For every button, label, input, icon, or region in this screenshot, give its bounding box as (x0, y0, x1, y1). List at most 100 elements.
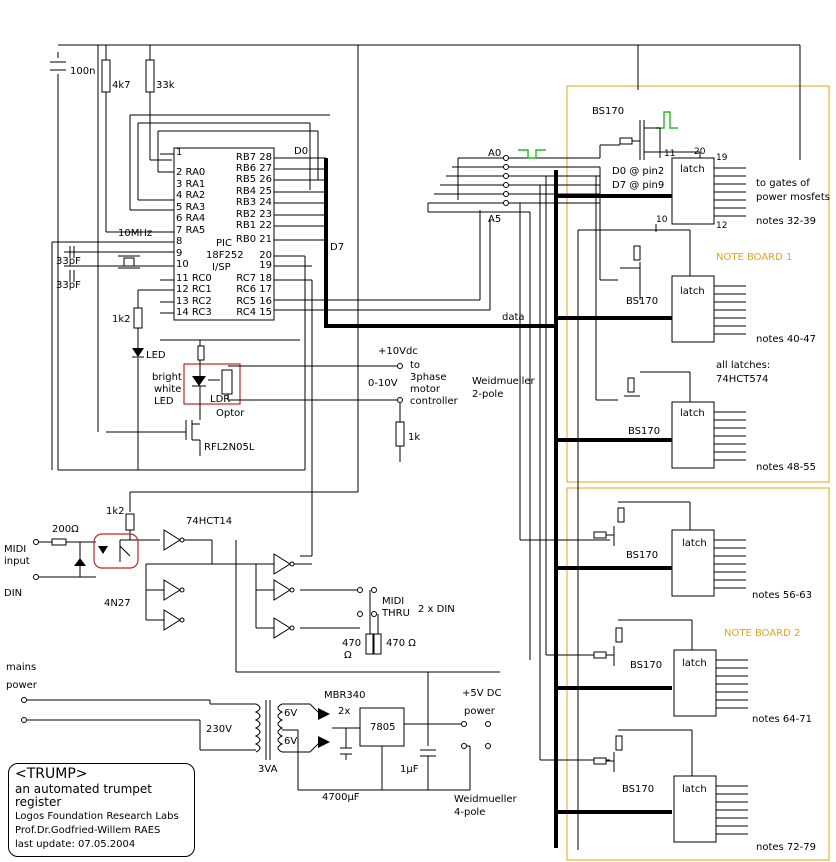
label-4n27: 4N27 (104, 598, 131, 609)
label-r1k: 1k (408, 432, 420, 443)
optocoupler-led-icon (98, 546, 108, 554)
label-d0pin: D0 @ pin2 (612, 166, 664, 177)
label-d7: D7 (330, 242, 344, 253)
title-author: Prof.Dr.Godfried-Willem RAES (15, 825, 161, 836)
power-supply (24, 672, 471, 791)
pic-pin-left: 8 (176, 236, 182, 247)
pic-label-3: I/SP (212, 262, 231, 273)
label-midi-in2: input (4, 556, 30, 567)
title-name: <TRUMP> (15, 766, 88, 782)
pic-pin-right: RC5 16 (236, 296, 272, 307)
label-weid2a: Weidmueller (472, 376, 536, 387)
resistor-1k (395, 421, 405, 447)
label-bright3: LED (154, 396, 174, 407)
label-r200: 200Ω (52, 524, 79, 535)
latch-label: latch (680, 408, 705, 419)
pic-pin-leads (51, 114, 490, 556)
label-data: data (502, 312, 525, 323)
label-r470a: 470 (342, 638, 361, 649)
regulator-7805 (359, 707, 405, 747)
label-all-latches1: all latches: (716, 360, 770, 371)
pic-pin-right: RC6 17 (236, 284, 272, 295)
latch-clock-pulse (656, 111, 678, 129)
pic-pin-right: RB0 21 (236, 234, 272, 245)
pic-pin-left: 2 RA0 (176, 167, 205, 178)
data-lines (274, 157, 326, 241)
label-power: power (464, 706, 496, 717)
label-c1u: 1μF (400, 764, 419, 775)
label-optor: Optor (216, 408, 245, 419)
label-midi-in1: MIDI (4, 544, 26, 555)
label-bs170-top: BS170 (592, 106, 624, 117)
label-r1k2b: 1k2 (106, 506, 125, 517)
label-r4k7: 4k7 (112, 80, 131, 91)
label-motor2: motor (410, 384, 441, 395)
motor-terminal-2 (397, 397, 403, 403)
label-mains2: power (6, 680, 38, 691)
bs170-label: BS170 (622, 784, 654, 795)
label-v010: 0-10V (368, 378, 398, 389)
label-c100n: 100n (70, 66, 95, 77)
mains-terminal-2 (21, 717, 27, 723)
note-board-2-frame (566, 487, 830, 861)
label-ldr: LDR (210, 394, 230, 405)
transformer-secondary-icon (277, 703, 284, 753)
midi-thru (357, 587, 382, 655)
title-block: <TRUMP> an automated trumpet register Lo… (8, 763, 195, 857)
labels: 100n 4k7 33k 10MHz 33pF 33pF 1k2 LED bri… (4, 66, 830, 853)
label-led: LED (146, 350, 166, 361)
pic-pin-right: RB4 25 (236, 186, 272, 197)
label-c4700: 4700μF (322, 792, 360, 803)
address-dots (503, 155, 509, 206)
label-pin11: 11 (664, 149, 675, 159)
pic-pin-right: RB2 23 (236, 209, 272, 220)
latch-row-6-outputs (716, 785, 748, 835)
data-bus (324, 158, 556, 328)
protection-diode-icon (74, 558, 86, 566)
latch-row-2-outputs (714, 285, 746, 335)
pic-pin-left: 3 RA1 (176, 179, 205, 190)
pic-pin-right: RC7 18 (236, 273, 272, 284)
label-a0: A0 (488, 148, 501, 159)
pic-pin-left: 10 (176, 259, 189, 270)
notes-label: notes 64-71 (752, 714, 812, 725)
latch-label: latch (682, 658, 707, 669)
latch-label: latch (682, 538, 707, 549)
label-midi-thru1: MIDI (382, 596, 404, 607)
label-v5: +5V DC (462, 688, 501, 699)
optocoupler-highlight (93, 533, 139, 569)
pic-chip (173, 147, 275, 321)
inverters (163, 529, 295, 639)
label-v230: 230V (206, 724, 232, 735)
label-d7pin: D7 @ pin9 (612, 180, 664, 191)
notes-label: notes 56-63 (752, 590, 812, 601)
bs170-label: BS170 (626, 550, 658, 561)
latch-row-5 (593, 619, 717, 717)
label-pin20: 20 (694, 147, 706, 157)
latch-label: latch (682, 784, 707, 795)
pic-pin-left: 13 RC2 (176, 296, 212, 307)
resistor-33k (145, 59, 155, 93)
address-lines (309, 123, 620, 761)
resistor-200 (51, 538, 67, 546)
label-clk: 10MHz (118, 228, 152, 239)
label-gates1: to gates of (756, 178, 810, 189)
label-c33b: 33pF (56, 280, 81, 291)
label-v10: +10Vdc (378, 346, 418, 357)
led-icon (132, 348, 144, 357)
pic-pin-right: RB7 28 (236, 152, 272, 163)
pic-pin-right: RB1 22 (236, 220, 272, 231)
latch-row-4 (593, 501, 715, 597)
bs170-label: BS170 (628, 426, 660, 437)
latch-row-1 (619, 120, 715, 232)
label-v6b: 6V (284, 736, 297, 747)
pic-label-2: 18F252 (206, 250, 244, 261)
notes-label: notes 32-39 (756, 216, 816, 227)
label-din2x: 2 x DIN (418, 604, 455, 615)
latch-row-5-outputs (716, 659, 748, 709)
resistor-1k2-led (133, 307, 143, 329)
notes-label: notes 40-47 (756, 334, 816, 345)
label-r470b: 470 Ω (386, 638, 416, 649)
